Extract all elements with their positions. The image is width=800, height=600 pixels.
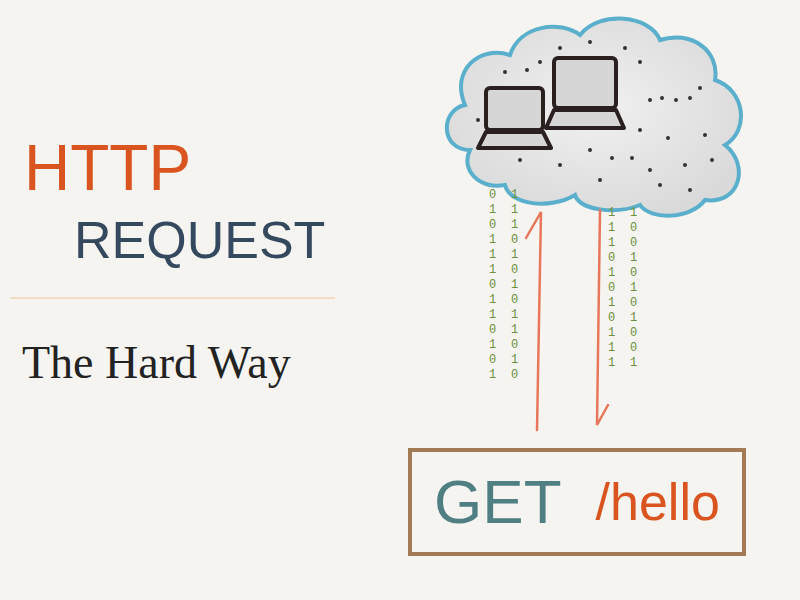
laptop-icons [478, 58, 624, 148]
binary-stream: 1 0 0 1 0 1 0 1 0 0 1 [630, 206, 637, 371]
cloud-dots [476, 40, 714, 192]
binary-stream: 1 1 1 0 1 0 1 0 1 1 1 [608, 206, 615, 371]
request-box: GET/hello [408, 448, 746, 556]
request-arrows [526, 210, 608, 430]
url-path: /hello [596, 476, 720, 528]
divider-line [10, 297, 335, 299]
binary-stream: 1 1 1 0 1 0 1 0 1 1 0 1 0 [511, 188, 518, 383]
title-word: HTTP [24, 136, 191, 200]
title-word: REQUEST [74, 214, 325, 266]
cloud-shape [447, 19, 741, 216]
http-method: GET [434, 471, 561, 533]
subtitle: The Hard Way [22, 340, 291, 386]
binary-stream: 0 1 0 1 1 1 0 1 1 0 1 0 1 [489, 188, 496, 383]
